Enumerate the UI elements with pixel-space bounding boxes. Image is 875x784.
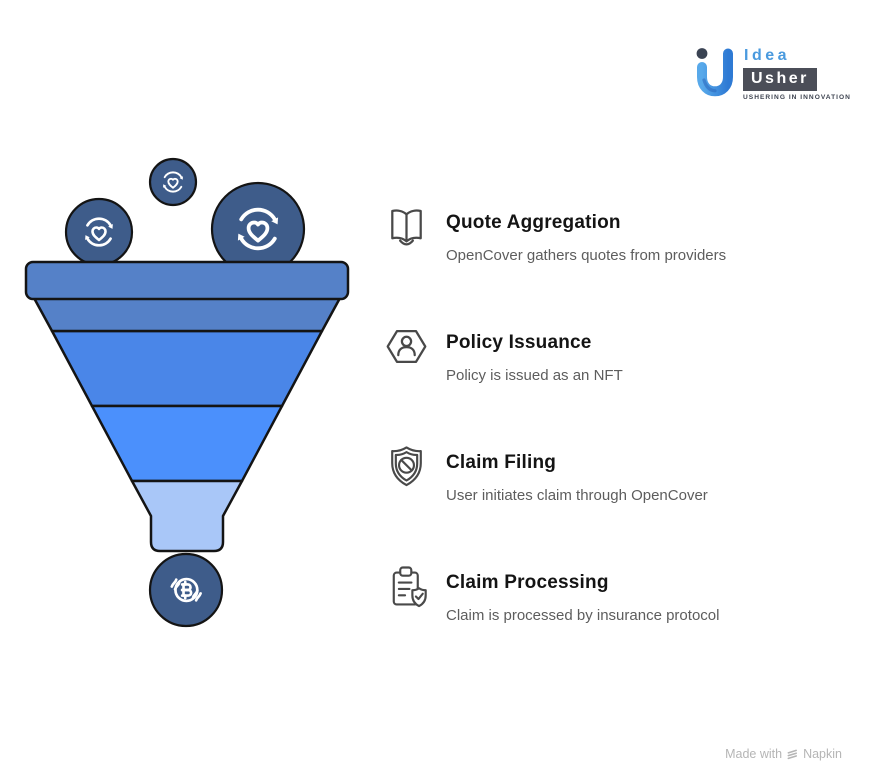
step-description: Claim is processed by insurance protocol [446, 607, 720, 624]
brand-name-bottom: Usher [743, 68, 817, 91]
funnel-bubble-medium [64, 197, 134, 267]
funnel-rim [24, 260, 350, 301]
open-book-icon [391, 209, 422, 246]
step-title: Claim Processing [446, 572, 609, 593]
step-title: Policy Issuance [446, 332, 592, 353]
brand-tagline: USHERING IN INNOVATION [743, 94, 851, 101]
brand-name-top: Idea [744, 47, 791, 64]
clipboard-check-icon [392, 566, 427, 608]
made-with-text: Made with [725, 747, 783, 761]
idea-usher-logo: Idea Usher USHERING IN INNOVATION [694, 46, 851, 102]
shield-slash-icon [391, 446, 422, 487]
funnel-tier-4 [130, 479, 244, 553]
funnel-bubble-small [148, 157, 198, 207]
funnel-tier-3 [90, 404, 284, 483]
funnel-diagram [24, 157, 350, 628]
idea-usher-mark-icon [696, 48, 733, 97]
step-description: User initiates claim through OpenCover [446, 487, 708, 504]
hexagon-user-icon [386, 330, 427, 363]
step-description: OpenCover gathers quotes from providers [446, 247, 727, 264]
step-quote-aggregation: Quote Aggregation OpenCover gathers quot… [383, 203, 726, 264]
napkin-brand-text: Napkin [803, 747, 842, 761]
funnel-tier-2 [50, 329, 324, 408]
funnel-tier-1 [32, 296, 342, 333]
step-claim-processing: Claim Processing Claim is processed by i… [383, 563, 719, 624]
step-policy-issuance: Policy Issuance Policy is issued as an N… [383, 323, 623, 384]
napkin-logo-icon [787, 749, 798, 759]
step-list: Quote Aggregation OpenCover gathers quot… [383, 203, 853, 683]
step-claim-filing: Claim Filing User initiates claim throug… [383, 443, 708, 504]
step-title: Claim Filing [446, 452, 557, 473]
step-title: Quote Aggregation [446, 212, 621, 233]
step-description: Policy is issued as an NFT [446, 367, 623, 384]
made-with-napkin-link[interactable]: Made with Napkin [725, 747, 842, 761]
